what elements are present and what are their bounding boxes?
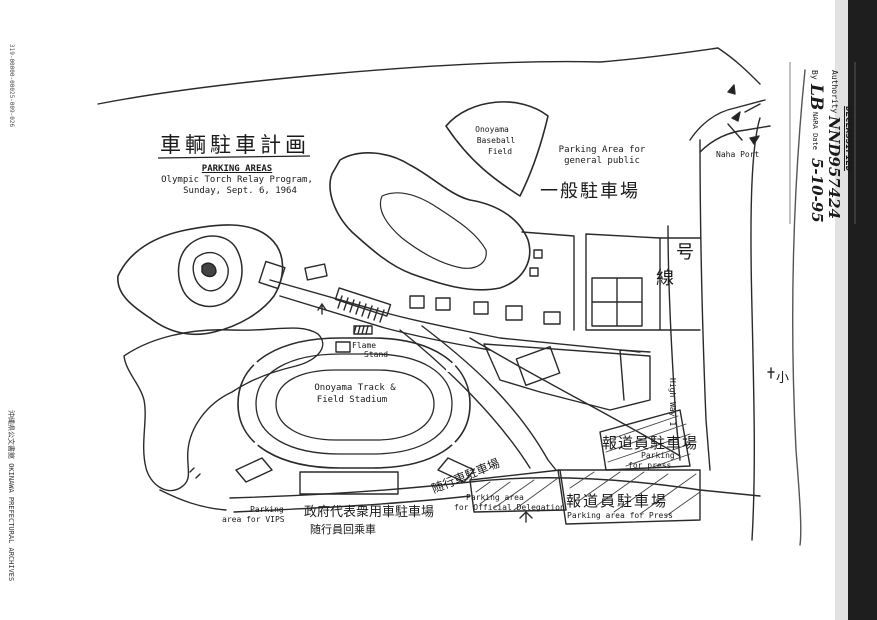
shore-line-right	[792, 69, 806, 546]
tree-mark-1	[317, 303, 327, 315]
margin-ref-text: 319-00000-00025-009-026	[8, 44, 15, 128]
hill-outer	[177, 235, 243, 308]
stadium-gaps	[250, 358, 460, 450]
forest-central	[329, 152, 531, 291]
label-press-top-1: Parking	[641, 451, 675, 460]
forest-central-inner	[379, 192, 487, 269]
forest-south-west	[123, 327, 324, 492]
label-route-kanji-1: 号	[676, 242, 694, 263]
stadium-gate	[353, 325, 373, 335]
label-press-bottom: Parking area for Press	[567, 511, 673, 520]
scan-edge-shadow	[848, 0, 877, 620]
label-baseball-3: Field	[487, 147, 513, 156]
tree-mark-2	[519, 511, 533, 523]
building-middle	[515, 345, 561, 387]
stadium-outer	[237, 337, 471, 469]
map-heading: PARKING AREAS	[201, 164, 273, 174]
stadium-gate-hatch	[353, 325, 369, 335]
forest-west	[117, 224, 284, 336]
label-baseball-1: Onoyama	[475, 125, 509, 134]
press-lot-bottom-hatch	[569, 471, 701, 517]
margin-archive-text: 沖縄県公文書館 OKINAWA PREFECTURAL ARCHIVES	[7, 410, 15, 582]
scan-edge-gradient	[835, 0, 848, 620]
road-diagonal-b	[421, 325, 557, 471]
lot-grid-general	[591, 277, 643, 327]
map-title-kanji: 車輌駐車計画	[160, 133, 310, 157]
label-vips-kanji-1: 政府代表衆用車駐車場	[304, 505, 435, 520]
label-official-2: for Official Delegation	[454, 503, 565, 512]
label-press-top-2: for press	[628, 461, 672, 470]
label-press-kanji-top: 報道員駐車場	[602, 434, 699, 452]
label-flame-stand-2: Stand	[364, 350, 389, 359]
park-boundary-outline	[97, 47, 761, 541]
label-baseball-2: Baseball	[476, 136, 516, 145]
press-lot-top-hatch	[605, 415, 691, 469]
label-stadium-2: Field Stadium	[316, 395, 388, 405]
baseball-field-shape	[445, 101, 549, 197]
press-lot-bottom	[557, 469, 701, 525]
label-general-public-2: general public	[564, 156, 640, 166]
small-building-3	[435, 297, 451, 311]
label-general-public-1: Parking Area for	[558, 145, 646, 155]
label-press-kanji-bottom: 報道員駐車場	[566, 492, 669, 510]
building-bridge	[334, 287, 392, 317]
road-naha-port	[689, 99, 771, 153]
label-general-public-kanji: 一般駐車場	[540, 181, 640, 202]
highway-strip-right	[699, 139, 711, 471]
map-subtitle-line1: Olympic Torch Relay Program,	[161, 175, 313, 185]
side-mark	[767, 367, 775, 379]
small-building-7	[533, 249, 543, 259]
road-diagonal-c	[469, 337, 681, 457]
label-flame-stand-1: Flame	[352, 341, 377, 350]
label-official-1: Parking area	[466, 493, 524, 502]
stadium-main-stand	[299, 471, 399, 495]
lot-middle-right	[483, 343, 651, 411]
hill-top	[201, 262, 217, 278]
naha-arrow-1	[731, 111, 741, 122]
label-stadium-1: Onoyama Track &	[314, 383, 396, 393]
press-lot-top	[599, 409, 691, 471]
stadium-mid	[255, 353, 453, 455]
lot-general-right-road	[659, 237, 701, 331]
label-parking-vips-1: Parking	[250, 505, 284, 514]
avenue-lower	[279, 295, 491, 351]
tick-mark-left	[189, 467, 201, 479]
small-building-8	[529, 267, 539, 277]
official-lot	[469, 469, 567, 513]
small-building-5	[505, 305, 523, 321]
lot-middle-right-2	[619, 349, 651, 401]
label-route-kanji-2: 線	[656, 268, 674, 289]
avenue-upper	[269, 279, 641, 353]
small-building-2	[409, 295, 425, 309]
small-building-6	[543, 311, 561, 325]
flame-stand-box	[335, 341, 351, 353]
official-lot-hatch	[475, 477, 559, 511]
label-naha-port: Naha Port	[716, 150, 760, 159]
stadium-track	[275, 369, 435, 441]
small-building-4	[473, 301, 489, 315]
naha-arrow-2	[749, 135, 760, 145]
hill-mid	[192, 251, 229, 292]
building-square	[258, 260, 286, 290]
label-side-kanji: 小	[776, 371, 790, 386]
small-building-1	[304, 263, 328, 281]
map-subtitle-line2: Sunday, Sept. 6, 1964	[183, 186, 297, 196]
label-vips-kanji-2: 随行員回乘車	[310, 523, 376, 536]
road-bottom-curve	[159, 489, 227, 511]
label-parking-vips-2: area for VIPS	[222, 515, 285, 524]
naha-arrow-3	[727, 84, 736, 95]
road-bottom-b	[233, 495, 471, 513]
bridge-hatch	[337, 295, 385, 323]
highway-strip-left	[667, 225, 681, 461]
